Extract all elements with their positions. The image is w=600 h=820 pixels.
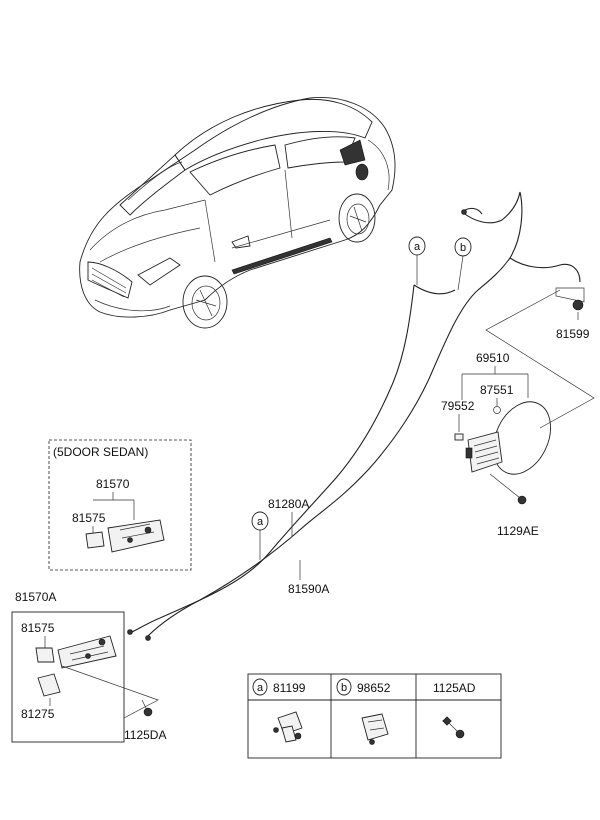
label-69510: 69510 (476, 351, 510, 365)
label-81599: 81599 (556, 327, 590, 341)
label-81280A: 81280A (268, 497, 309, 511)
label-81570A: 81570A (15, 590, 56, 604)
callout-a-upper-letter: a (414, 241, 421, 253)
callout-a-upper: a (408, 236, 426, 285)
legend-letter-b: b (341, 682, 347, 694)
cable-end-nub (461, 209, 467, 215)
guide-lines-fuel-door (485, 289, 595, 429)
part-81570A-box: 81570A 81575 81275 (11, 590, 159, 743)
bolt-1125AD-icon (442, 716, 465, 739)
legend-cell-1125AD: 1125AD (433, 681, 476, 739)
part-1125DA: 1125DA (124, 699, 166, 742)
callout-a-lower-letter: a (257, 516, 264, 528)
car-illustration (79, 97, 396, 329)
label-1125DA: 1125DA (124, 728, 166, 742)
clip-81199-icon (273, 711, 303, 743)
cable-labels: 81280A 81590A (268, 497, 329, 596)
callout-a-lower: a (251, 511, 269, 560)
trunk-release-cable (131, 284, 456, 633)
label-81590A: 81590A (288, 582, 329, 596)
label-1129AE: 1129AE (497, 524, 539, 538)
legend-letter-a: a (257, 682, 264, 694)
label-87551: 87551 (480, 383, 514, 397)
legend-part-a: 81199 (273, 681, 306, 695)
fuel-filler-cable (147, 191, 581, 637)
label-81575-lower: 81575 (21, 621, 55, 635)
label-79552: 79552 (441, 399, 475, 413)
callout-b-upper: b (454, 237, 472, 291)
variant-title: (5DOOR SEDAN) (53, 445, 148, 459)
legend-cell-a: a 81199 (252, 678, 306, 743)
label-81570: 81570 (96, 477, 130, 491)
part-81599: 81599 (555, 287, 590, 341)
label-81575-inner: 81575 (72, 511, 106, 525)
variant-box-5door-sedan: (5DOOR SEDAN) 81570 81575 (48, 439, 192, 571)
legend-part-b: 98652 (357, 681, 391, 695)
legend-part-1125AD: 1125AD (433, 681, 476, 695)
fuel-door-group: 69510 87551 79552 1129AE (441, 351, 551, 538)
legend-table: a 81199 b 98652 1125AD (247, 673, 502, 759)
legend-cell-b: b 98652 (336, 678, 391, 745)
label-81275: 81275 (21, 707, 55, 721)
clip-98652-icon (361, 713, 389, 745)
callout-b-upper-letter: b (460, 242, 466, 254)
